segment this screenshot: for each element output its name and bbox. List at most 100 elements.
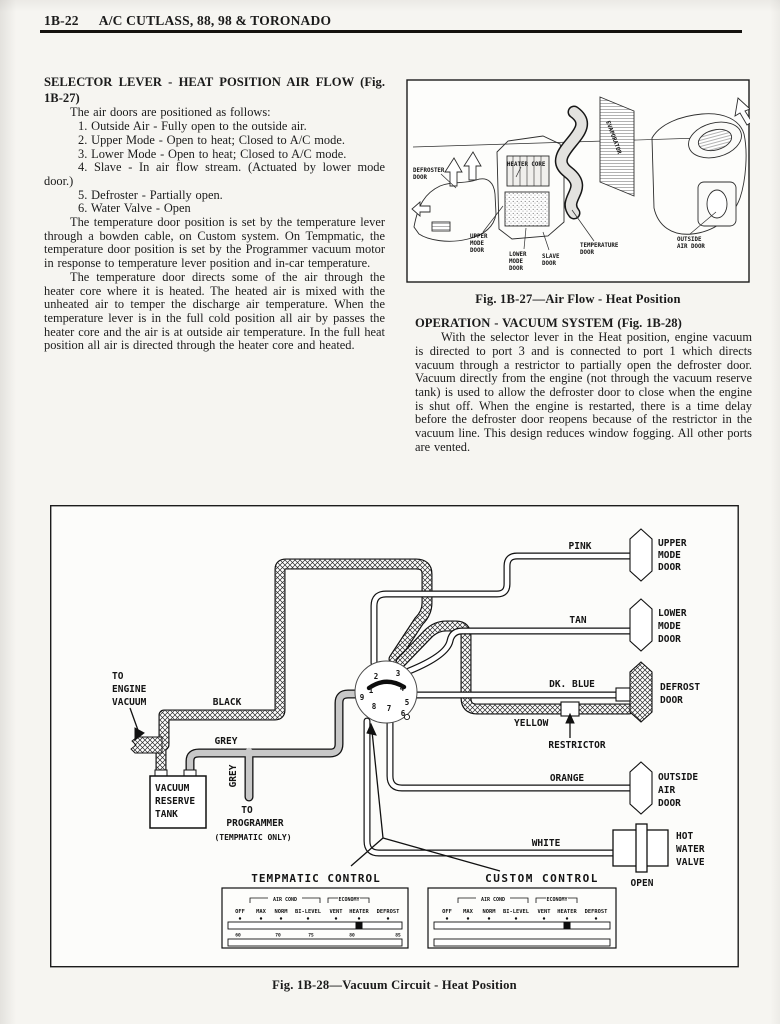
defrost-door-actuator [629, 661, 653, 723]
svg-text:MODE: MODE [509, 259, 523, 265]
defroster-door-label: DEFROSTER [413, 168, 445, 174]
hot-water-valve-body [612, 823, 669, 873]
operation-heading: OPERATION - VACUUM SYSTEM (Fig. 1B-28) [415, 316, 682, 330]
list-item: 3. Lower Mode - Open to heat; Closed to … [78, 146, 347, 161]
pink-label: PINK [569, 541, 592, 552]
svg-text:MODE: MODE [658, 550, 681, 561]
lower-mode-door-actuator [629, 598, 653, 652]
hose-pink [370, 552, 635, 667]
list-item: 1. Outside Air - Fully open to the outsi… [78, 119, 307, 134]
upper-mode-door-actuator [629, 528, 653, 582]
port-8: 8 [372, 702, 377, 711]
svg-text:85: 85 [395, 933, 401, 939]
svg-text:VALVE: VALVE [676, 857, 705, 868]
svg-text:VACUUM: VACUUM [155, 783, 190, 794]
hot-water-valve-label: HOT [676, 831, 693, 842]
svg-text:WATER: WATER [676, 844, 705, 855]
svg-text:NORM: NORM [275, 909, 289, 915]
valve-pointer-arrow [366, 722, 377, 736]
tempmatic-only-note: (TEMPMATIC ONLY) [214, 833, 291, 842]
page-title: A/C CUTLASS, 88, 98 & TORONADO [98, 13, 332, 28]
svg-text:ENGINE: ENGINE [112, 684, 147, 695]
list-item: 6. Water Valve - Open [78, 201, 191, 216]
dk-blue-label: DK. BLUE [549, 679, 595, 690]
fig27-caption: Fig. 1B-27—Air Flow - Heat Position [475, 292, 681, 306]
restrictor-arrow [565, 712, 575, 724]
pointer-lines [129, 707, 575, 872]
mode-slider-track[interactable] [433, 921, 611, 930]
hose-black [134, 558, 433, 779]
economy-bracket-label: ECONOMY [338, 897, 359, 903]
svg-text:DOOR: DOOR [658, 798, 681, 809]
defroster-air-arrow [444, 157, 463, 187]
white-hoses [363, 552, 635, 857]
mode-slider-track[interactable] [227, 921, 403, 930]
svg-text:MAX: MAX [463, 909, 473, 915]
port-5: 5 [405, 698, 410, 707]
body-paragraph: The temperature door directs some of the… [44, 269, 385, 353]
svg-text:75: 75 [308, 933, 314, 939]
tempmatic-control-label: TEMPMATIC CONTROL [251, 872, 381, 885]
selector-valve [354, 660, 418, 724]
temp-scale: 60 70 75 80 85 [235, 933, 401, 939]
position-dots [238, 917, 390, 920]
hose-labels: TO ENGINE VACUUM BLACK GREY GREY TO PROG… [112, 541, 654, 889]
svg-text:60: 60 [235, 933, 241, 939]
vacuum-reserve-tank: VACUUM RESERVE TANK [149, 769, 207, 829]
yellow-label: YELLOW [514, 718, 549, 729]
port-6: 6 [401, 709, 406, 718]
grey-vertical-label: GREY [228, 764, 239, 787]
svg-text:AIR: AIR [658, 785, 675, 796]
svg-text:DOOR: DOOR [509, 266, 523, 272]
hose-tan [405, 627, 635, 675]
hose-grey [185, 689, 363, 802]
economy-bracket-label: ECONOMY [546, 897, 567, 903]
custom-control-label: CUSTOM CONTROL [485, 872, 599, 885]
custom-positions: OFF MAX NORM BI-LEVEL VENT HEATER DEFROS… [442, 909, 608, 915]
outside-air-door-label: OUTSIDE [658, 772, 698, 783]
temp-slider-track[interactable] [227, 938, 403, 947]
tempmatic-positions: OFF MAX NORM BI-LEVEL VENT HEATER DEFROS… [235, 909, 400, 915]
custom-control-panel: AIR COND ECONOMY OFF MAX NORM BI-LEVEL V… [427, 887, 617, 949]
svg-text:DOOR: DOOR [658, 634, 681, 645]
svg-text:VENT: VENT [538, 909, 552, 915]
fig-1b27-diagram: DEFROSTER DOOR HEATER CORE EVAPORATOR UP… [406, 79, 750, 283]
port-2: 2 [374, 672, 379, 681]
temp-slider-track[interactable] [433, 938, 611, 947]
tan-label: TAN [569, 615, 586, 626]
mode-slider-knob-heater[interactable] [563, 922, 571, 929]
heater-core-label: HEATER CORE [507, 162, 546, 168]
list-item: 4. Slave - In air flow stream. (Actuated… [44, 160, 385, 188]
port-3: 3 [396, 669, 401, 678]
outside-air-door-label: OUTSIDE [677, 237, 702, 243]
engine-vacuum-arrow [134, 727, 145, 742]
svg-text:OFF: OFF [235, 909, 245, 915]
selector-lever-heading: SELECTOR LEVER - HEAT POSITION AIR FLOW … [44, 75, 385, 106]
orange-label: ORANGE [550, 773, 585, 784]
door-labels: UPPER MODE DOOR LOWER MODE DOOR DEFROST … [658, 538, 705, 868]
outside-air-door-actuator [629, 761, 653, 815]
black-label: BLACK [213, 697, 242, 708]
white-label: WHITE [532, 838, 561, 849]
svg-text:DOOR: DOOR [413, 175, 427, 181]
svg-text:MODE: MODE [658, 621, 681, 632]
valve-internal-connection [366, 679, 407, 691]
port-7: 7 [387, 704, 392, 713]
upper-mode-door-label: UPPER [658, 538, 687, 549]
svg-text:DOOR: DOOR [658, 562, 681, 573]
fig-1b28-diagram: 1 2 3 4 5 6 7 8 9 VACUUM RESERVE TANK [50, 505, 739, 968]
svg-text:80: 80 [349, 933, 355, 939]
to-engine-vacuum-label: TO [112, 671, 124, 682]
body-paragraph: The temperature door position is set by … [44, 215, 385, 271]
left-air-arrow [411, 201, 431, 217]
valve-vent-port [403, 713, 411, 721]
page-number: 1B-22 [44, 13, 79, 28]
grey-label: GREY [215, 736, 238, 747]
hose-orange [386, 719, 634, 792]
restrictor-label: RESTRICTOR [548, 740, 605, 751]
list-item: 5. Defroster - Partially open. [78, 187, 223, 202]
mode-slider-knob-heater[interactable] [355, 922, 363, 929]
lower-mode-door-label: LOWER [509, 252, 527, 258]
tempmatic-control-panel: AIR COND ECONOMY OFF MAX NORM BI-LEVEL V… [221, 887, 409, 949]
